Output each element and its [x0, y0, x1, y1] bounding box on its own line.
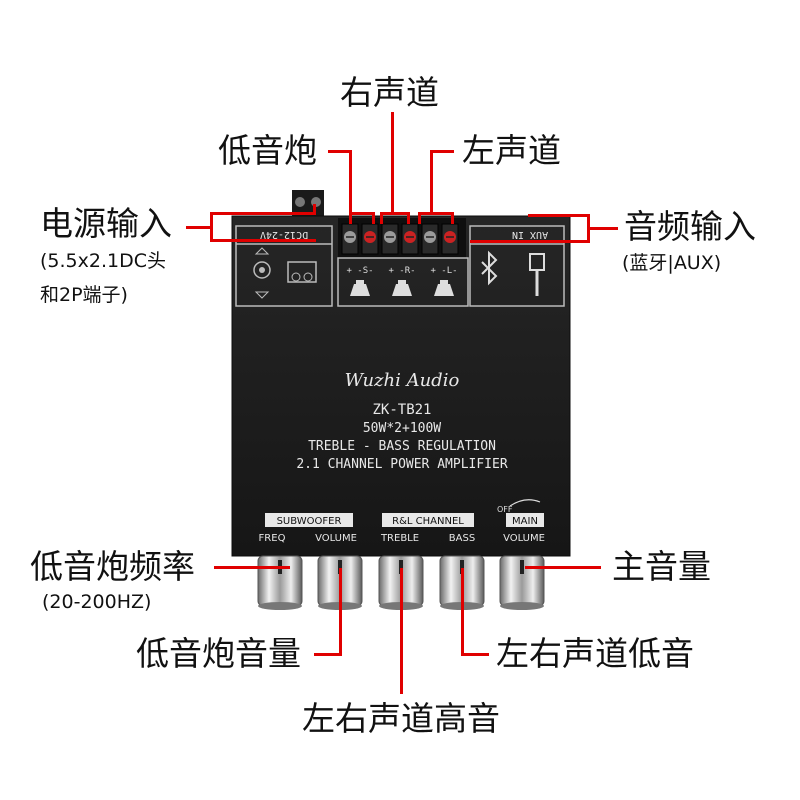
volume-arc-icon [509, 499, 541, 507]
terminal-screw [381, 223, 399, 255]
screw-terminal-icon [287, 261, 317, 283]
group-main: MAIN [512, 516, 538, 527]
speaker-icon [434, 280, 454, 296]
leader-bass-v [461, 568, 464, 656]
feature-text: TREBLE - BASS REGULATION [308, 439, 496, 454]
bracket-l-tick2 [451, 212, 454, 224]
group-subwoofer: SUBWOOFER [277, 516, 342, 527]
leader-subwoofer-h [328, 150, 352, 153]
speaker-label: + -S- [346, 266, 373, 276]
callout-audio-input-note: (蓝牙|AUX) [622, 252, 722, 274]
knob-label-freq: FREQ [259, 533, 286, 544]
knob-label-bass: BASS [449, 533, 475, 544]
callout-power-input-note-1: (5.5x2.1DC头 [40, 250, 166, 272]
speaker-label: + -R- [388, 266, 415, 276]
terminal-screw [361, 223, 379, 255]
callout-sub-freq: 低音炮频率 [30, 547, 195, 586]
callout-power-input: 电源输入 [40, 204, 172, 243]
leader-treble-v [400, 568, 403, 694]
speaker-icon [392, 280, 412, 296]
dc-jack-icon [253, 247, 271, 299]
dc-label: DC12-24V [260, 229, 308, 240]
bracket-l-tick [418, 212, 421, 224]
bracket-sub-tick2 [372, 212, 375, 224]
callout-audio-input: 音频输入 [624, 207, 756, 246]
leader-sub-volume-v [339, 568, 342, 656]
leader-sub-volume-h [314, 653, 342, 656]
model-text: ZK-TB21 [372, 402, 431, 418]
callout-right-channel: 右声道 [340, 73, 439, 112]
aux-label: AUX IN [512, 229, 548, 240]
bracket-sub-tick [349, 212, 352, 224]
callout-lr-bass: 左右声道低音 [496, 634, 694, 673]
terminal-screw [401, 223, 419, 255]
callout-subwoofer: 低音炮 [218, 131, 317, 170]
audio-box-bottom [470, 240, 590, 243]
knob[interactable] [499, 555, 545, 610]
terminal-screw [421, 223, 439, 255]
leader-main-volume [525, 566, 601, 569]
audio-leader [588, 227, 618, 230]
group-rl-channel: R&L CHANNEL [392, 516, 464, 527]
speaker-icon [350, 280, 370, 296]
knob-label-volume: VOLUME [503, 533, 545, 544]
power-box-right [313, 204, 316, 215]
power-box-bottom [210, 239, 316, 242]
leader-left-channel-v [430, 150, 433, 214]
knob-label-volume: VOLUME [315, 533, 357, 544]
power-leader [186, 226, 212, 229]
bluetooth-icon [481, 250, 498, 286]
off-label: OFF [497, 505, 513, 514]
audio-box-top [528, 214, 590, 217]
speaker-label: + -L- [430, 266, 457, 276]
callout-sub-freq-note: (20-200HZ) [42, 591, 152, 613]
aux-jack-icon [529, 253, 545, 296]
description-text: 2.1 CHANNEL POWER AMPLIFIER [296, 457, 507, 472]
callout-lr-treble: 左右声道高音 [302, 699, 500, 738]
bracket-r-tick [407, 212, 410, 224]
power-text: 50W*2+100W [363, 421, 441, 436]
knob-label-treble: TREBLE [380, 533, 419, 544]
callout-main-volume: 主音量 [612, 547, 711, 586]
callout-left-channel: 左声道 [462, 131, 561, 170]
bracket-subwoofer [349, 212, 375, 215]
leader-bass-h [461, 653, 489, 656]
bracket-left [418, 212, 454, 215]
terminal-screw [441, 223, 459, 255]
leader-sub-freq [214, 566, 290, 569]
brand-logo: Wuzhi Audio [345, 370, 460, 391]
knob[interactable] [257, 555, 303, 610]
callout-sub-volume: 低音炮音量 [136, 634, 301, 673]
leader-subwoofer-v [349, 150, 352, 214]
terminal-screw [341, 223, 359, 255]
leader-right-channel-v [391, 112, 394, 214]
leader-left-channel-h [430, 150, 454, 153]
power-box-top [210, 212, 316, 215]
callout-power-input-note-2: 和2P端子) [40, 284, 128, 306]
bracket-right [380, 212, 410, 215]
bracket-r-tick2 [380, 212, 383, 224]
